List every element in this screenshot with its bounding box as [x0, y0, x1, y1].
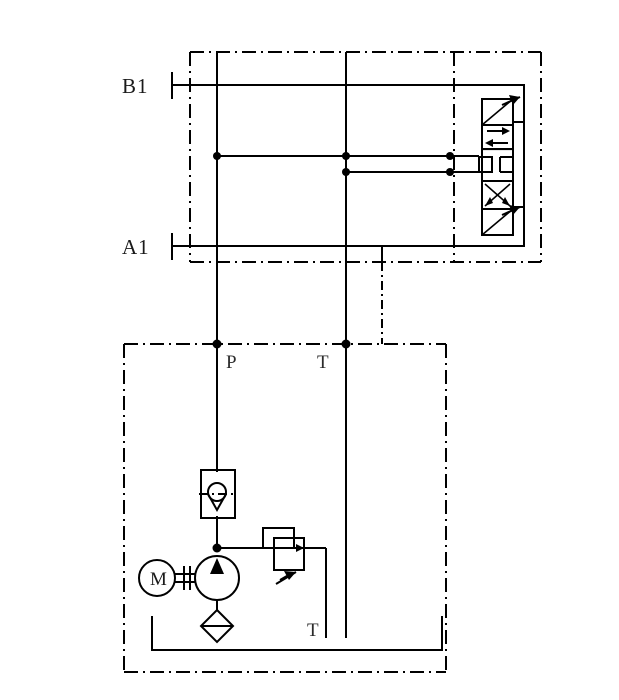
- valve-position-centre: [478, 148, 514, 182]
- check-valve[interactable]: [199, 469, 237, 519]
- valve-position-parallel: [481, 124, 514, 151]
- junction-valve-inlet-upper: [446, 152, 454, 160]
- tank-outline: [151, 616, 443, 651]
- valve-actuator-bottom-arrowhead: [509, 205, 520, 215]
- valve-feed-lines: [213, 152, 479, 176]
- relief-valve-adjust-arrowhead: [284, 571, 296, 580]
- motor-label: M: [150, 569, 167, 590]
- motor-body: [138, 559, 176, 597]
- check-valve-seat-cone: [207, 493, 227, 513]
- relief-valve-adjust-shaft-2: [279, 572, 293, 581]
- directional-control-valve[interactable]: [478, 95, 521, 236]
- junction-p-valve: [213, 152, 221, 160]
- check-valve-ball: [207, 482, 227, 502]
- relief-valve-flow-arrowhead: [296, 544, 304, 552]
- valve-actuator-bottom-box: [481, 208, 514, 236]
- junction-port-t: [341, 339, 351, 349]
- valve-position-crossed: [481, 180, 514, 210]
- valve-cross-arrowhead-right: [502, 197, 510, 206]
- filter-diamond: [199, 608, 235, 644]
- port-b1-group: B1: [122, 72, 181, 99]
- port-t-lower-label: T: [307, 620, 319, 641]
- hydraulic-pump[interactable]: [194, 555, 240, 610]
- suction-filter[interactable]: [199, 608, 235, 644]
- valve-arrow-left-head: [485, 139, 493, 147]
- junction-t-valve: [342, 168, 350, 176]
- junction-valve-inlet-lower: [446, 168, 454, 176]
- port-p-label: P: [226, 352, 237, 373]
- valve-cross-arrowhead-left: [485, 197, 493, 206]
- electric-motor[interactable]: M: [138, 559, 195, 597]
- relief-valve-body: [273, 537, 305, 571]
- port-a1-group: A1: [122, 233, 181, 260]
- junction-port-p: [212, 339, 222, 349]
- valve-actuator-top: [481, 95, 521, 126]
- valve-centre-left-stub: [478, 156, 493, 173]
- power-unit-port-labels: P T: [212, 339, 351, 373]
- port-t-upper-label: T: [317, 352, 329, 373]
- pump-delivery-triangle: [210, 558, 224, 574]
- valve-position-centre-box: [481, 148, 514, 182]
- valve-subplate-outline: [181, 84, 525, 247]
- oil-reservoir: T: [151, 616, 443, 651]
- subplate-path: [181, 84, 525, 247]
- port-b1-label: B1: [122, 74, 149, 98]
- valve-arrow-right-head: [502, 127, 510, 135]
- valve-position-parallel-box-a: [481, 124, 514, 150]
- valve-actuator-top-arrowhead: [509, 95, 520, 105]
- valve-actuator-bottom: [481, 205, 521, 236]
- power-unit-enclosure: [123, 343, 447, 673]
- port-a1-label: A1: [122, 235, 150, 259]
- pressure-relief-valve[interactable]: [262, 527, 305, 585]
- valve-workport-routing: [513, 85, 525, 246]
- junction-t-cross-upper: [342, 152, 350, 160]
